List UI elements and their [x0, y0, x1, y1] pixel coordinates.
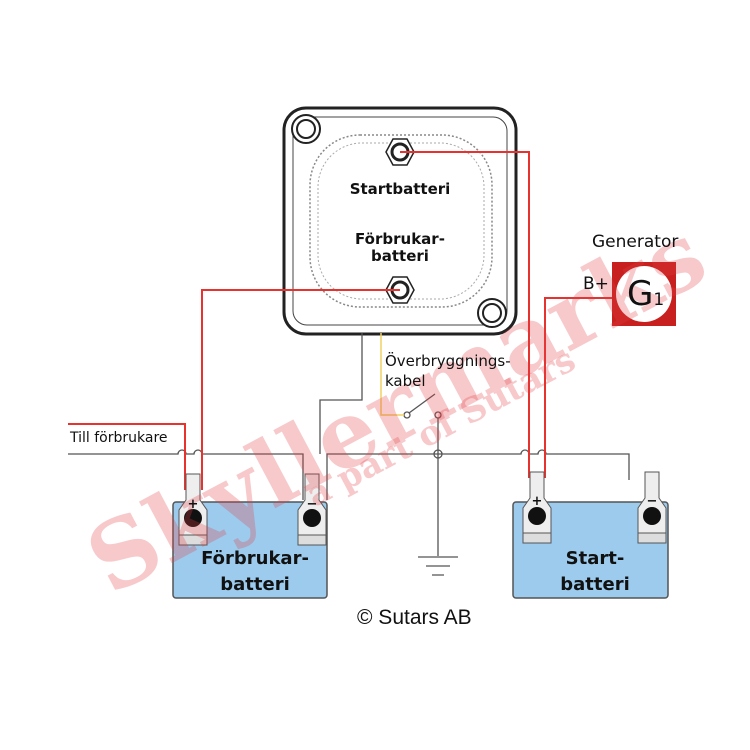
ground-icon [418, 556, 458, 576]
generator-symbol-letter: G [627, 274, 654, 314]
corner-bolt-icon [291, 114, 321, 144]
plus-sign: + [531, 494, 543, 509]
start-battery-label-2: batteri [560, 574, 630, 595]
relay-label-start: Startbatteri [349, 180, 451, 198]
generator-title: Generator [592, 232, 679, 252]
consumer-line-label: Till förbrukare [70, 430, 168, 446]
start-battery-label-1: Start- [565, 548, 625, 569]
minus-terminal-icon [637, 471, 667, 544]
generator-terminal-label: B+ [583, 274, 609, 294]
switch-contact [434, 411, 442, 419]
battery-terminals [178, 471, 667, 546]
bridge-cable-wire [380, 333, 404, 416]
minus-terminal-icon [297, 473, 327, 546]
plus-sign: + [187, 497, 199, 512]
consumer-battery [172, 501, 328, 599]
generator-symbol: G1 [627, 274, 664, 320]
corner-bolt-icon [477, 298, 507, 328]
positive-wires [68, 151, 612, 490]
minus-sign: − [646, 494, 658, 509]
plus-terminal-icon [178, 473, 208, 546]
relay-label-consumer-2: batteri [371, 247, 429, 265]
copyright: © Sutars AB [357, 606, 472, 629]
plus-terminal-icon [522, 471, 552, 544]
consumer-battery-label-1: Förbrukar- [201, 548, 309, 569]
relay-label-consumer-1: Förbrukar- [355, 230, 445, 248]
start-battery [512, 501, 669, 599]
bridge-cable-label-1: Överbryggnings- [385, 352, 511, 370]
minus-sign: − [306, 497, 318, 512]
bridge-cable-label-2: kabel [385, 372, 426, 390]
consumer-battery-label-2: batteri [220, 574, 290, 595]
battery-separator-relay [282, 106, 518, 336]
generator-icon [612, 262, 676, 326]
switch-blade [408, 393, 436, 414]
generator-symbol-subscript: 1 [653, 290, 665, 310]
